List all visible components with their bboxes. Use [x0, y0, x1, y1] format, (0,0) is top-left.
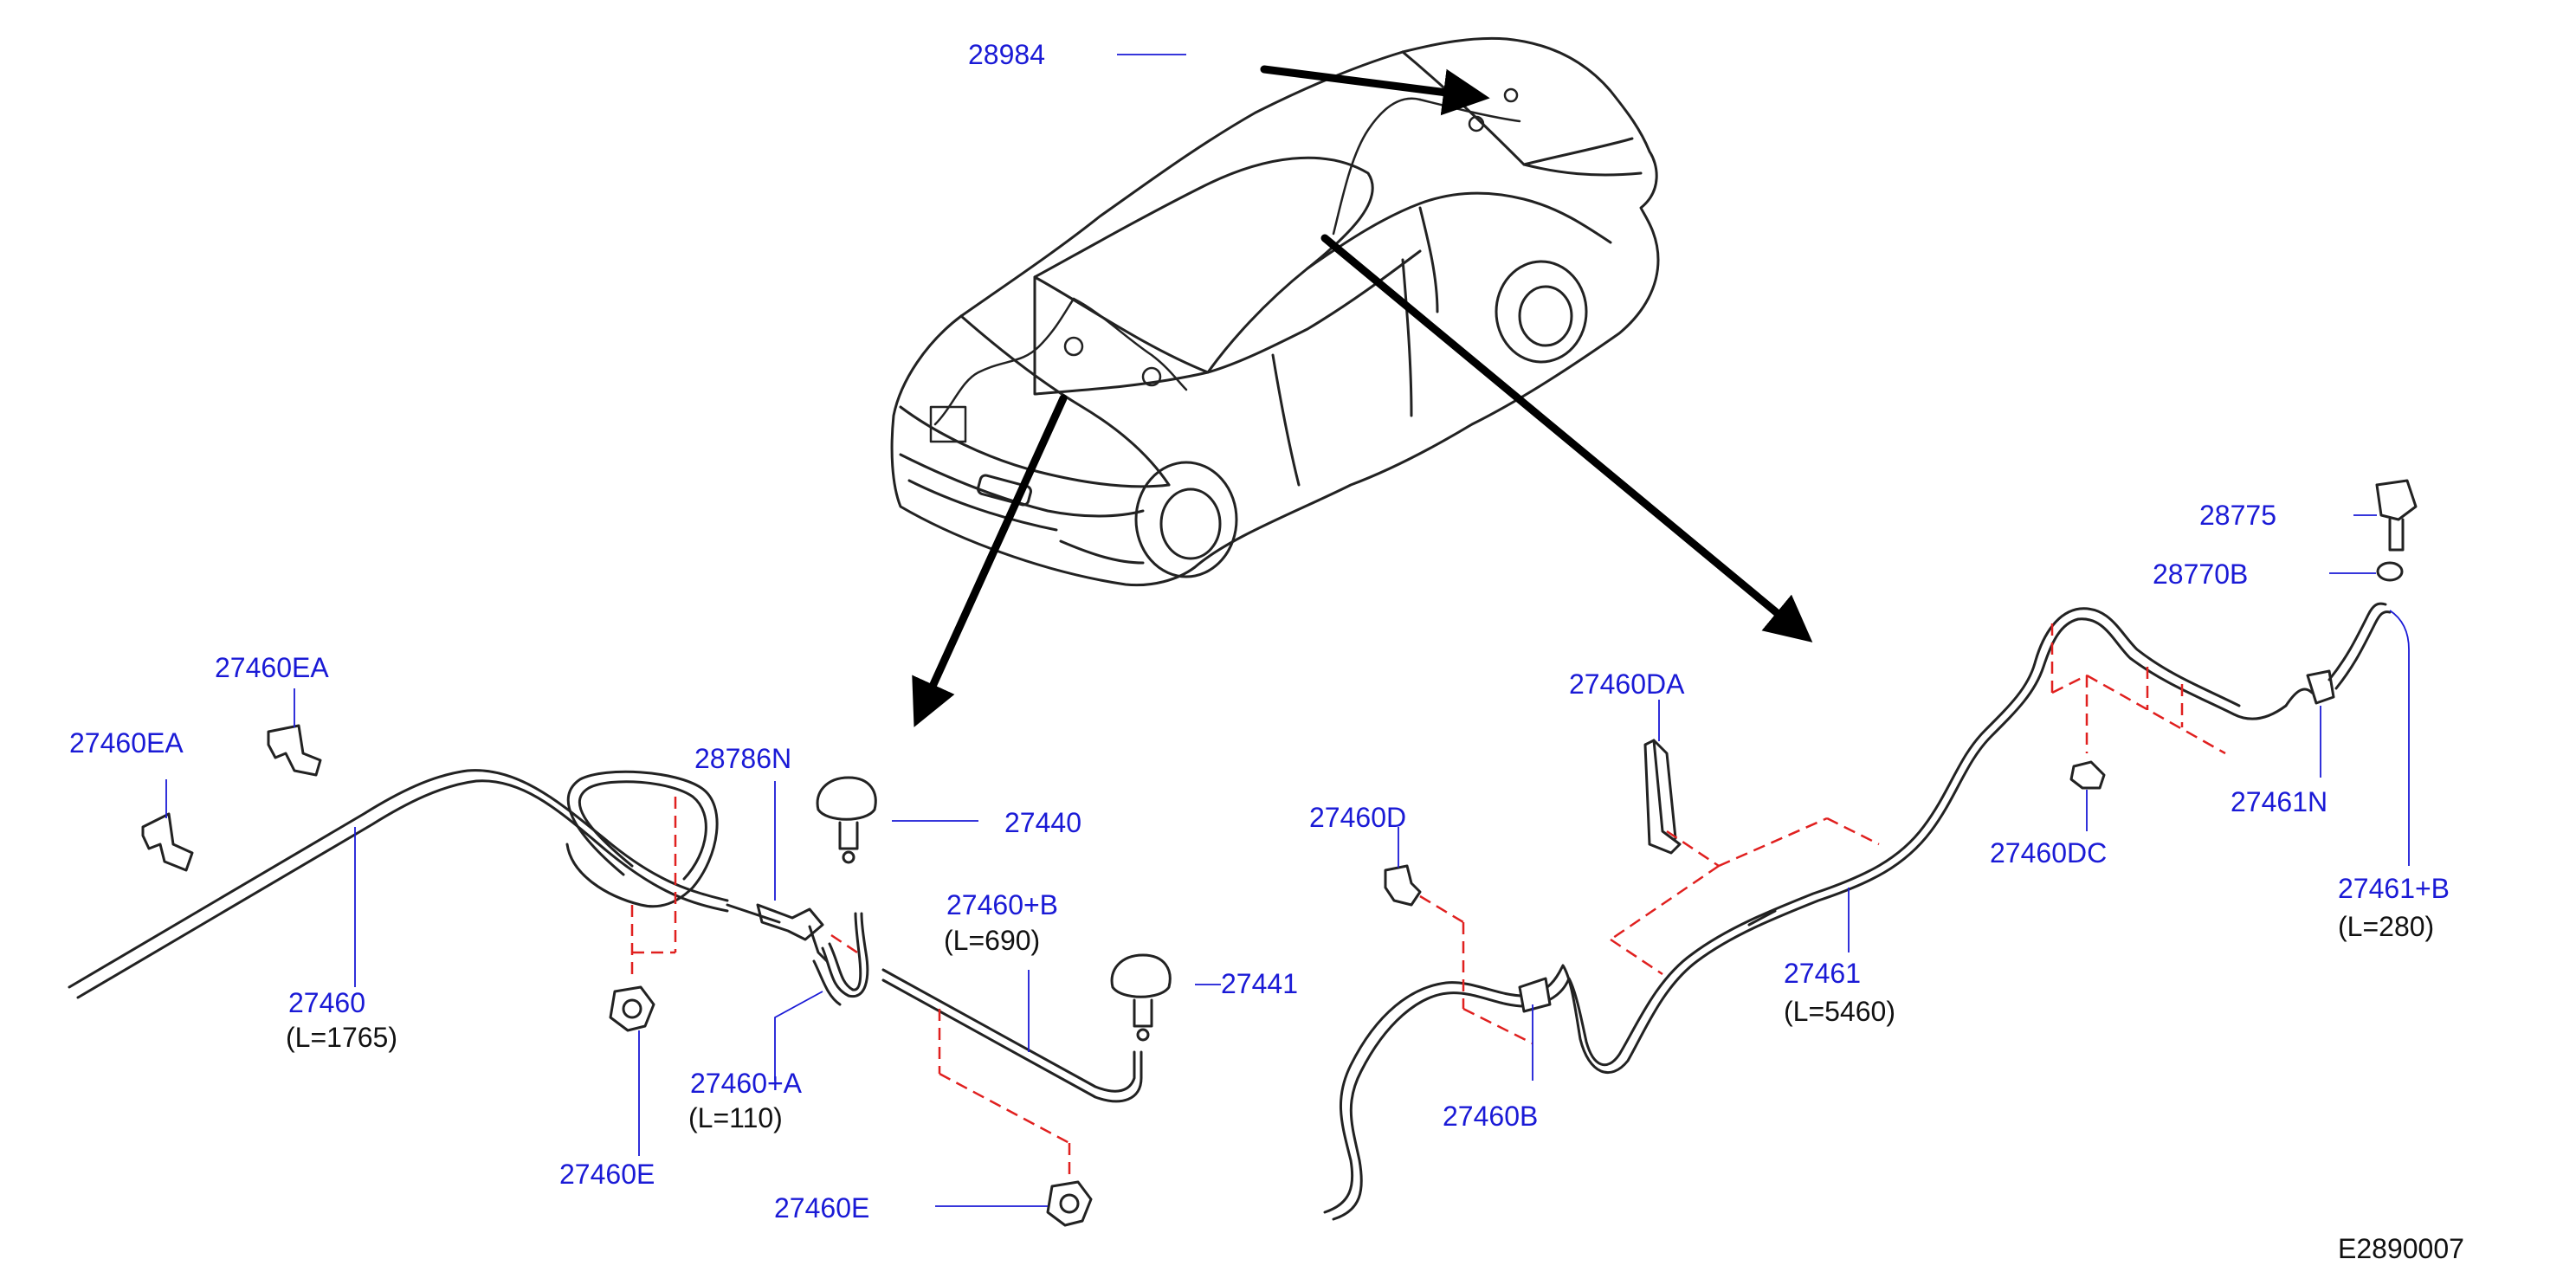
label-27461N: 27461N	[2231, 786, 2328, 817]
left-dashed-lines	[630, 797, 1071, 1178]
label-27460DC: 27460DC	[1990, 837, 2108, 869]
length-27460pA: (L=110)	[688, 1102, 783, 1133]
label-28786N: 28786N	[694, 743, 792, 774]
label-27460D: 27460D	[1309, 802, 1407, 833]
car-illustration	[890, 36, 1660, 587]
length-27460pB: (L=690)	[944, 925, 1041, 956]
right-hose-assembly	[1323, 479, 2418, 1221]
label-27460EA-lower: 27460EA	[69, 727, 184, 759]
left-leader-lines	[165, 54, 1221, 1207]
label-27460E-left: 27460E	[559, 1159, 655, 1190]
label-27460: 27460	[288, 987, 365, 1018]
label-27460pB: 27460+B	[946, 889, 1059, 920]
length-27461: (L=5460)	[1784, 996, 1895, 1027]
label-27461: 27461	[1784, 958, 1861, 989]
label-28775: 28775	[2199, 500, 2276, 531]
right-leader-lines	[1398, 514, 2410, 1081]
label-27440: 27440	[1004, 807, 1081, 838]
label-27460EA-upper: 27460EA	[215, 652, 329, 683]
right-dashed-lines	[1419, 623, 2226, 1045]
left-hose-assembly	[68, 724, 1172, 1227]
length-27460: (L=1765)	[286, 1022, 397, 1053]
label-28770B: 28770B	[2153, 559, 2249, 590]
label-28984: 28984	[968, 39, 1045, 70]
label-27460E-right: 27460E	[774, 1192, 870, 1224]
label-27460pA: 27460+A	[690, 1068, 803, 1099]
label-27460DA: 27460DA	[1569, 668, 1685, 700]
diagram-code: E2890007	[2338, 1233, 2464, 1264]
pointer-arrows	[912, 65, 1813, 727]
length-27461pB: (L=280)	[2338, 911, 2435, 942]
label-27441: 27441	[1221, 968, 1298, 999]
label-27460B: 27460B	[1443, 1101, 1539, 1132]
label-27461pB: 27461+B	[2338, 873, 2450, 904]
